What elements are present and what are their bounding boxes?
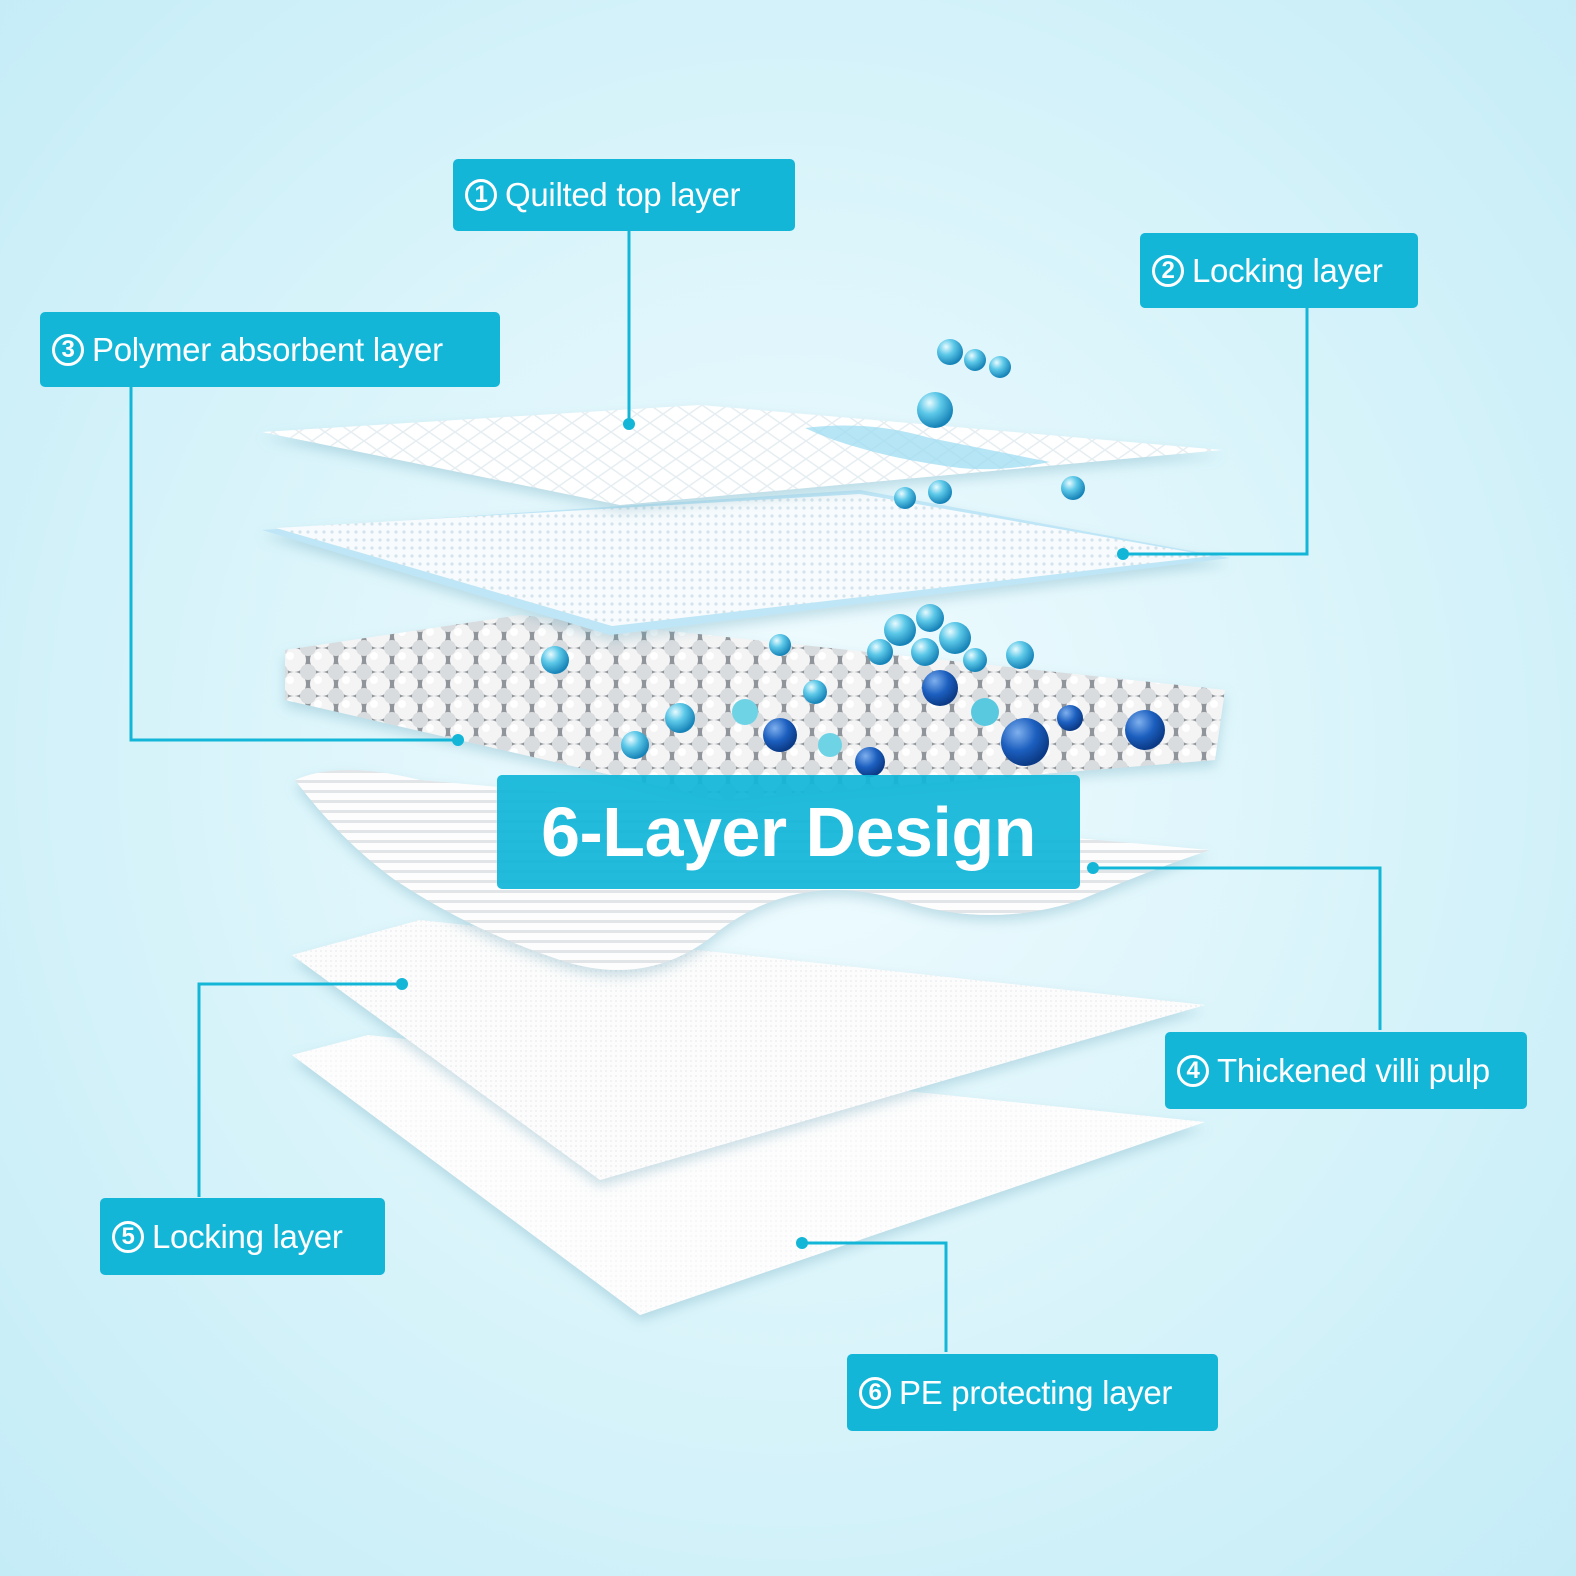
title-text: 6-Layer Design — [541, 793, 1036, 871]
layer-label-6: 6 PE protecting layer — [847, 1354, 1218, 1431]
upper-locking-layer-sheet — [262, 490, 1230, 635]
leader-line-6 — [802, 1241, 948, 1352]
title-banner: 6-Layer Design — [497, 775, 1080, 889]
layer-label-4: 4 Thickened villi pulp — [1165, 1032, 1527, 1109]
layer-label-6-text: PE protecting layer — [899, 1373, 1173, 1411]
layer-label-5: 5 Locking layer — [100, 1198, 385, 1275]
layer-label-5-text: Locking layer — [152, 1217, 343, 1255]
water-drops-on-top — [894, 339, 1085, 509]
number-badge-6: 6 — [859, 1376, 891, 1409]
leader-dots — [396, 418, 1129, 1249]
number-badge-5: 5 — [112, 1220, 144, 1253]
number-badge-4: 4 — [1177, 1054, 1209, 1087]
layer-label-2: 2 Locking layer — [1140, 233, 1418, 308]
number-badge-2: 2 — [1152, 254, 1184, 287]
lower-locking-layer-sheet — [292, 920, 1205, 1180]
layer-label-3: 3 Polymer absorbent layer — [40, 312, 500, 387]
polymer-beads — [732, 670, 1165, 777]
leader-line-4 — [1093, 866, 1382, 1030]
leader-line-3 — [129, 384, 458, 742]
water-drops-on-polymer — [541, 604, 1034, 759]
quilted-top-layer-sheet — [262, 405, 1222, 505]
polymer-absorbent-layer-sheet — [285, 604, 1225, 800]
leader-lines — [129, 224, 1382, 1352]
layer-label-1: 1 Quilted top layer — [453, 159, 795, 231]
layer-label-4-text: Thickened villi pulp — [1217, 1051, 1490, 1089]
number-badge-3: 3 — [52, 333, 84, 366]
number-badge-1: 1 — [465, 179, 497, 211]
leader-line-2 — [1123, 302, 1309, 556]
layer-label-2-text: Locking layer — [1192, 251, 1383, 289]
leader-line-5 — [197, 982, 402, 1197]
layer-label-1-text: Quilted top layer — [505, 176, 741, 213]
layer-label-3-text: Polymer absorbent layer — [92, 330, 443, 368]
